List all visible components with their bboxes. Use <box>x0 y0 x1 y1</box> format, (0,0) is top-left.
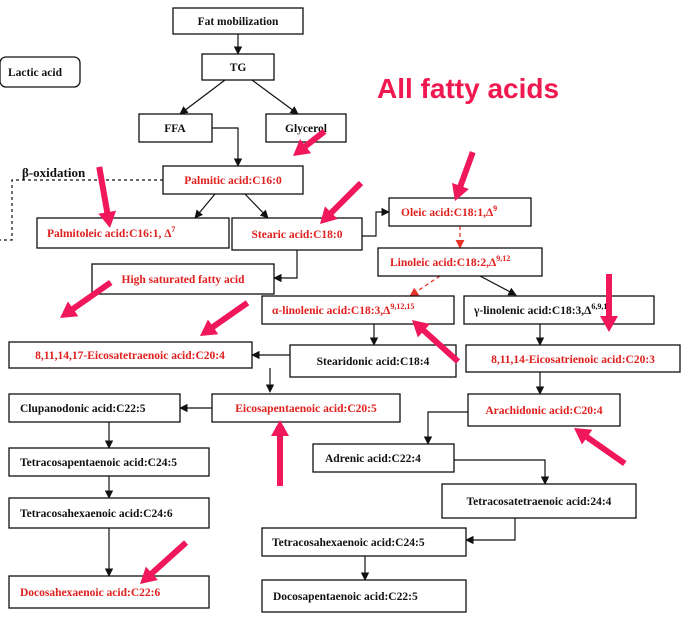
lactic-acid-text: Lactic acid <box>8 67 63 79</box>
node-label: Stearic acid:C18:0 <box>251 229 342 241</box>
pink-arrow-palmitoleic <box>96 166 117 228</box>
pink-arrow-oleic <box>452 151 476 201</box>
edge-palmitic-palmitoleic <box>194 193 216 219</box>
node-clupanodonic: Clupanodonic acid:C22:5 <box>8 393 181 423</box>
node-label: Tetracosapentaenoic acid:C24:5 <box>20 457 177 469</box>
node-tetracosahexaenoic-right: Tetracosahexaenoic acid:C24:5 <box>261 527 467 557</box>
node-tg: TG <box>201 53 275 81</box>
node-label: Docosapentaenoic acid:C22:5 <box>273 591 418 603</box>
node-label-main: Linoleic acid:C18:2,Δ <box>390 257 497 269</box>
edge-stearic-oleic <box>362 207 390 237</box>
node-ffa: FFA <box>138 113 213 143</box>
node-docosapentaenoic: Docosapentaenoic acid:C22:5 <box>261 579 467 613</box>
node-dha: Docosahexaenoic acid:C22:6 <box>8 575 210 609</box>
pink-arrow-eicosatetraenoic <box>200 300 250 336</box>
node-arachidonic: Arachidonic acid:C20:4 <box>467 393 621 427</box>
node-label-main: γ-linolenic acid:C18:3,Δ <box>473 305 592 317</box>
pink-arrow-epa <box>271 420 289 486</box>
edge-linoleic-gamma <box>479 275 517 296</box>
pink-arrows <box>60 129 627 584</box>
pink-arrow-high-saturated <box>60 279 113 318</box>
connectors <box>0 34 550 581</box>
node-adrenic: Adrenic acid:C22:4 <box>312 443 455 473</box>
node-label: Stearidonic acid:C18:4 <box>317 356 430 368</box>
node-label: Tetracosahexaenoic acid:C24:5 <box>272 537 425 549</box>
node-label: Linoleic acid:C18:2,Δ9,12 <box>390 254 510 269</box>
node-label: Tetracosatetraenoic acid:24:4 <box>467 496 612 508</box>
node-eicosatetraenoic: 8,11,14,17-Eicosatetraenoic acid:C20:4 <box>8 341 253 369</box>
node-fat-mobilization: Fat mobilization <box>172 7 304 35</box>
node-label: Eicosapentaenoic acid:C20:5 <box>235 403 377 415</box>
lactic-acid-label: Lactic acid <box>0 56 81 88</box>
node-oleic: Oleic acid:C18:1,Δ9 <box>388 197 532 227</box>
pink-arrow-palmitic <box>293 129 327 156</box>
node-label-main: α-linolenic acid:C18:3,Δ <box>272 305 391 317</box>
node-epa: Eicosapentaenoic acid:C20:5 <box>211 393 401 423</box>
node-label-main: Oleic acid:C18:1,Δ <box>401 207 494 219</box>
node-tetracosatetraenoic: Tetracosatetraenoic acid:24:4 <box>441 483 637 519</box>
edge-adrenic-tetracosatetraenoic <box>454 459 550 485</box>
node-label: γ-linolenic acid:C18:3,Δ6,9,12 <box>473 302 611 317</box>
node-label: Oleic acid:C18:1,Δ9 <box>401 204 497 219</box>
node-label: Glycerol <box>285 123 327 135</box>
pink-arrow-gamma-linolenic <box>600 274 618 332</box>
node-alpha-linolenic: α-linolenic acid:C18:3,Δ9,12,15 <box>261 295 455 325</box>
node-tetracosapentaenoic-left: Tetracosapentaenoic acid:C24:5 <box>8 447 210 477</box>
pink-arrow-dha <box>140 540 189 584</box>
node-stearidonic: Stearidonic acid:C18:4 <box>289 344 457 378</box>
diagram-title: All fatty acids <box>377 73 559 104</box>
node-label: Adrenic acid:C22:4 <box>325 453 421 465</box>
node-label: 8,11,14,17-Eicosatetraenoic acid:C20:4 <box>35 350 225 362</box>
edge-stearic-highsat <box>273 250 298 283</box>
node-label: Palmitic acid:C16:0 <box>184 175 282 187</box>
node-label: 8,11,14-Eicosatrienoic acid:C20:3 <box>491 354 655 366</box>
edge-beta-oxidation <box>0 179 163 241</box>
edge-tg-ffa <box>179 79 226 115</box>
edge-arachidonic-adrenic <box>423 411 468 445</box>
node-glycerol: Glycerol <box>265 113 347 143</box>
pink-arrow-stearic <box>320 180 364 224</box>
edge-linoleic-alpha <box>409 275 441 297</box>
edge-ffa-palmitic <box>212 127 243 167</box>
node-label-sup: 7 <box>171 225 175 234</box>
edge-palmitic-stearic <box>244 193 269 219</box>
node-high-saturated: High saturated fatty acid <box>91 263 275 295</box>
node-label: Tetracosahexaenoic acid:C24:6 <box>20 508 173 520</box>
node-label-sup: 9,12 <box>496 254 510 263</box>
node-label: Arachidonic acid:C20:4 <box>485 405 602 417</box>
pink-arrow-stearidonic <box>412 320 461 364</box>
node-eicosatrienoic: 8,11,14-Eicosatrienoic acid:C20:3 <box>465 344 681 373</box>
node-palmitoleic: Palmitoleic acid:C16:1, Δ7 <box>36 217 230 249</box>
pink-arrow-arachidonic <box>574 428 627 467</box>
node-label: FFA <box>164 123 186 135</box>
edge-tg-glycerol <box>251 79 299 115</box>
node-label-sup: 6,9,12 <box>591 302 611 311</box>
node-tetracosahexaenoic-left: Tetracosahexaenoic acid:C24:6 <box>8 497 210 529</box>
node-label-sup: 9 <box>493 204 497 213</box>
node-label: TG <box>230 62 247 74</box>
edge-tetracosatetraenoic-hexaenoic <box>465 518 516 545</box>
node-linoleic: Linoleic acid:C18:2,Δ9,12 <box>377 247 543 277</box>
node-palmitic: Palmitic acid:C16:0 <box>162 165 304 195</box>
node-label: Fat mobilization <box>198 16 279 28</box>
node-label: Docosahexaenoic acid:C22:6 <box>20 587 160 599</box>
node-label: High saturated fatty acid <box>122 274 246 286</box>
node-gamma-linolenic: γ-linolenic acid:C18:3,Δ6,9,12 <box>463 295 655 325</box>
node-label-main: Palmitoleic acid:C16:1, Δ <box>47 228 172 240</box>
node-label: Palmitoleic acid:C16:1, Δ7 <box>47 225 175 240</box>
node-label: α-linolenic acid:C18:3,Δ9,12,15 <box>272 302 414 317</box>
node-stearic: Stearic acid:C18:0 <box>231 217 363 251</box>
node-label: Clupanodonic acid:C22:5 <box>20 403 146 415</box>
beta-oxidation-label: β-oxidation <box>22 165 86 180</box>
node-label-sup: 9,12,15 <box>390 302 414 311</box>
